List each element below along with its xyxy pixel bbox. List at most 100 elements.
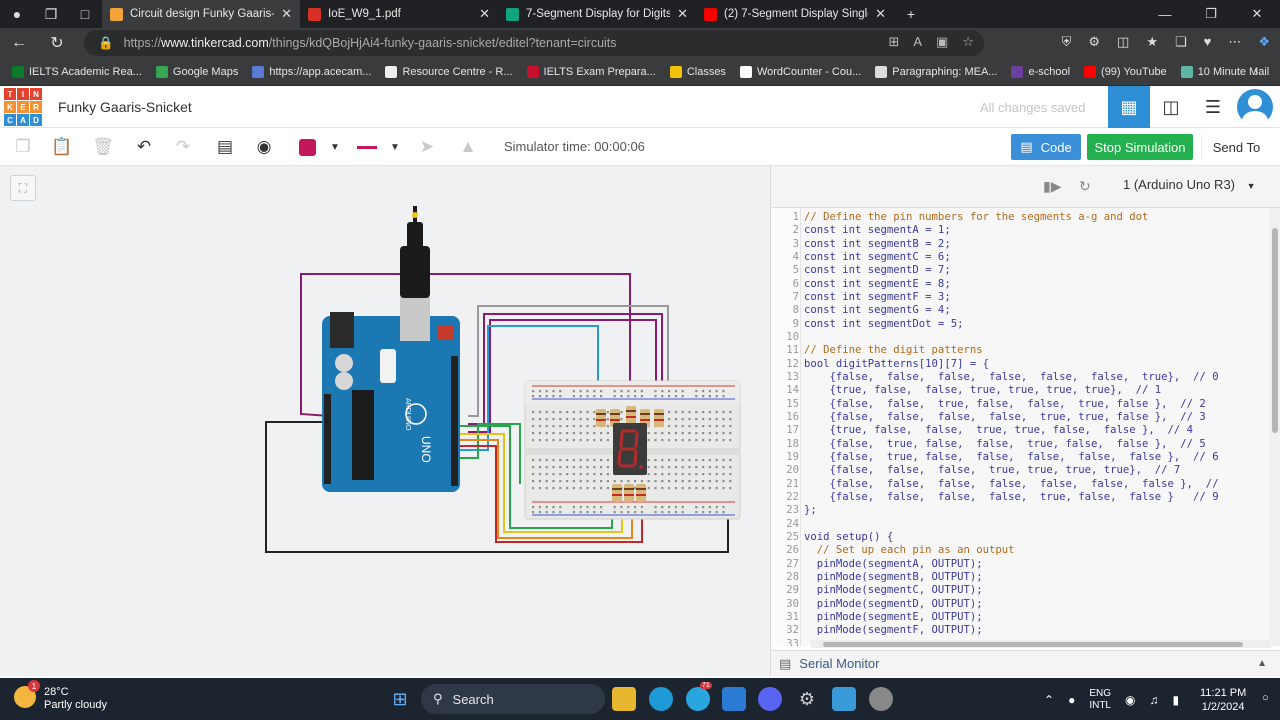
volume-icon[interactable]: ♫ (1149, 693, 1159, 707)
note-visibility-icon[interactable]: ◉ (256, 137, 272, 156)
back-icon[interactable]: ← (11, 34, 27, 51)
bookmark-item[interactable]: IELTS Exam Prepara... (526, 65, 656, 78)
refresh-icon[interactable]: ↻ (50, 35, 64, 52)
tab-favicon-icon (704, 7, 717, 21)
bookmark-item[interactable]: 10 Minute Mail (1180, 65, 1269, 78)
minimize-icon[interactable]: — (1158, 6, 1172, 22)
browser-tab[interactable]: IoE_W9_1.pdf✕ (300, 0, 498, 28)
reader-icon[interactable]: ▣ (936, 34, 949, 49)
edge-icon[interactable] (649, 687, 673, 711)
bookmark-item[interactable]: https://app.acecam... (252, 65, 371, 78)
browser-tab[interactable]: 7-Segment Display for Digits✕ (498, 0, 696, 28)
redo-icon[interactable]: ↷ (175, 137, 191, 156)
components-list-button[interactable]: ☰ (1204, 96, 1222, 117)
profile-icon[interactable]: ● (12, 6, 22, 22)
extensions-icon[interactable]: ⚙ (1088, 34, 1101, 49)
apps-icon[interactable]: ⊞ (888, 34, 900, 49)
paste-icon[interactable]: 📋 (51, 137, 73, 156)
copilot-icon[interactable]: ❖ (1258, 34, 1270, 49)
upload-run-icon[interactable]: ▮▶ (1043, 178, 1062, 194)
wire-type-dropdown-icon[interactable]: ▼ (390, 141, 400, 153)
stop-simulation-button[interactable]: Stop Simulation (1087, 134, 1193, 160)
user-avatar[interactable] (1237, 89, 1273, 125)
favorite-star-icon[interactable]: ☆ (962, 34, 974, 49)
settings-icon[interactable]: ⚙ (798, 688, 816, 709)
circuit-view-button[interactable]: ▦ (1108, 86, 1150, 128)
taskbar-search[interactable]: ⚲Search (421, 684, 605, 714)
project-name[interactable]: Funky Gaaris-Snicket (58, 99, 192, 115)
undo-icon[interactable]: ↶ (136, 137, 152, 156)
device-selector[interactable]: 1 (Arduino Uno R3) ▼ (1123, 177, 1256, 192)
bookmark-item[interactable]: e-school (1011, 65, 1070, 78)
schematic-view-button[interactable]: ◫ (1162, 96, 1180, 117)
vertical-scrollbar[interactable] (1269, 208, 1280, 646)
close-window-icon[interactable]: ✕ (1251, 6, 1263, 21)
favorites-icon[interactable]: ★ (1146, 34, 1158, 49)
wire-color-picker[interactable] (299, 139, 316, 156)
close-tab-icon[interactable]: ✕ (875, 6, 886, 21)
line-number: 19 (786, 450, 799, 463)
bookmark-item[interactable]: Google Maps (155, 65, 238, 78)
microphone-icon[interactable]: ● (1068, 693, 1076, 707)
wifi-icon[interactable]: ◉ (1124, 693, 1136, 707)
shield-icon[interactable]: ⛨ (1061, 34, 1072, 49)
browser-tab-strip: ● ❐ □ Circuit design Funky Gaaris-Snick✕… (0, 0, 1280, 28)
split-screen-icon[interactable]: ◫ (1117, 34, 1130, 49)
notification-center-icon[interactable]: ○ (1262, 692, 1269, 704)
collections-icon[interactable]: ❏ (1174, 34, 1187, 49)
close-tab-icon[interactable]: ✕ (677, 6, 688, 21)
maximize-icon[interactable]: ❐ (1205, 6, 1217, 21)
code-line: 10 (771, 331, 1268, 344)
bookmark-item[interactable]: Resource Centre - R... (385, 65, 513, 78)
flip-icon[interactable]: ▲ (459, 137, 477, 156)
file-explorer-icon[interactable] (612, 687, 636, 711)
bookmark-item[interactable]: Paragraphing: MEA... (875, 65, 997, 78)
copy-icon[interactable]: ❐ (15, 137, 31, 156)
discord-icon[interactable] (758, 687, 782, 711)
workspaces-icon[interactable]: ❐ (44, 5, 58, 22)
expand-icon[interactable]: ▲ (1257, 658, 1267, 669)
wire-type-picker[interactable] (357, 146, 377, 149)
tray-overflow-icon[interactable]: ⌃ (1044, 693, 1055, 707)
code-editor[interactable]: 1// Define the pin numbers for the segme… (771, 208, 1280, 646)
bookmark-item[interactable]: IELTS Academic Rea... (12, 65, 142, 78)
serial-monitor-bar[interactable]: ▤ Serial Monitor ▲ (771, 650, 1280, 676)
address-bar-row: ← ↻ 🔒 https://www.tinkercad.com/things/k… (0, 28, 1280, 58)
battery-icon[interactable]: ▮ (1172, 693, 1180, 707)
fit-view-icon[interactable]: ⛶ (10, 175, 36, 201)
health-icon[interactable]: ♥ (1203, 34, 1212, 49)
wire-color-dropdown-icon[interactable]: ▼ (330, 141, 340, 153)
address-bar[interactable]: 🔒 https://www.tinkercad.com/things/kdQBo… (84, 30, 984, 56)
read-aloud-icon[interactable]: A (913, 34, 923, 49)
telegram-icon[interactable]: 71 (686, 682, 712, 711)
weather-widget[interactable]: 1 28°C Partly cloudy (14, 680, 107, 712)
notes-icon[interactable]: ▤ (216, 137, 234, 156)
vscode-icon[interactable] (722, 687, 746, 711)
close-tab-icon[interactable]: ✕ (281, 6, 292, 21)
circuit-canvas[interactable]: ⛶ (0, 166, 770, 676)
bookmark-item[interactable]: WordCounter - Cou... (739, 65, 861, 78)
delete-icon[interactable]: 🗑 (92, 137, 114, 156)
browser-tab[interactable]: Circuit design Funky Gaaris-Snick✕ (102, 0, 300, 28)
rotate-icon[interactable]: ➤ (419, 137, 435, 156)
start-icon[interactable]: ⊞ (392, 688, 408, 709)
close-tab-icon[interactable]: ✕ (479, 6, 490, 21)
code-button[interactable]: ▤Code (1011, 134, 1081, 160)
tab-actions-icon[interactable]: □ (80, 6, 90, 22)
board-model-text: UNO (419, 436, 433, 463)
more-icon[interactable]: ⋯ (1228, 34, 1242, 49)
horizontal-scrollbar[interactable] (811, 640, 1271, 648)
clock[interactable]: 11:21 PM 1/2/2024 (1200, 686, 1246, 714)
browser-tab[interactable]: (2) 7-Segment Display Single-Dig✕ (696, 0, 894, 28)
bookmark-item[interactable]: (99) YouTube (1084, 65, 1167, 78)
bookmark-item[interactable]: Classes (669, 65, 726, 78)
code-text: const int segmentB = 2; (804, 237, 951, 250)
send-to-button[interactable]: Send To (1201, 134, 1271, 160)
chrome-icon[interactable] (869, 687, 893, 711)
debug-icon[interactable]: ↻ (1079, 178, 1091, 194)
notepad-icon[interactable] (832, 687, 856, 711)
new-tab-button[interactable]: + (906, 6, 916, 22)
bookmarks-more-icon[interactable]: › (1254, 64, 1259, 79)
